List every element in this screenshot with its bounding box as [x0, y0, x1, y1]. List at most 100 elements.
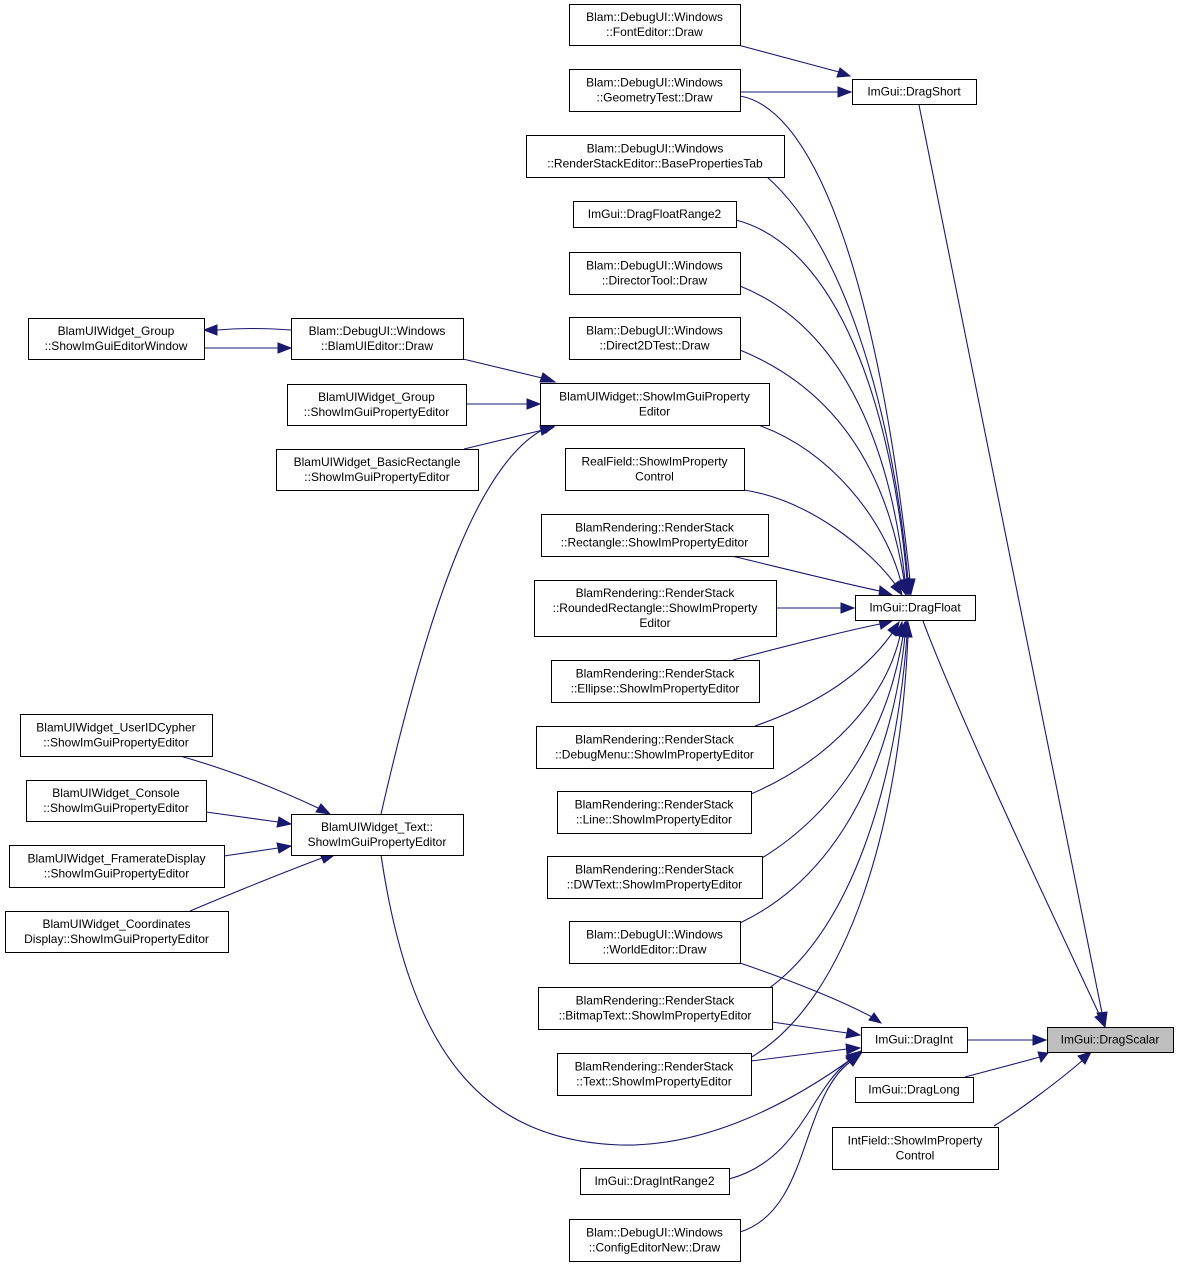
edge-basicrect-showimguipropertyeditor: [463, 425, 556, 450]
edge-line: [205, 811, 279, 823]
edge-rs_bitmaptext-dragfloat: [767, 620, 912, 990]
node-label: ::ShowImGuiPropertyEditor: [44, 867, 189, 881]
node-blamuieditor[interactable]: Blam::DebugUI::Windows::BlamUIEditor::Dr…: [291, 318, 464, 360]
node-text_prop[interactable]: BlamUIWidget_Text::ShowImGuiPropertyEdit…: [291, 814, 464, 856]
node-group_prop[interactable]: BlamUIWidget_Group::ShowImGuiPropertyEdi…: [287, 384, 467, 426]
node-label: ::GeometryTest::Draw: [596, 91, 712, 105]
edge-line: [739, 962, 873, 1018]
node-coordinates[interactable]: BlamUIWidget_CoordinatesDisplay::ShowImG…: [5, 911, 229, 953]
node-label: ::Direct2DTest::Draw: [599, 339, 709, 353]
node-dragscalar[interactable]: ImGui::DragScalar: [1047, 1027, 1174, 1053]
node-label: Blam::DebugUI::Windows: [309, 324, 446, 338]
edge-line: [380, 854, 851, 1146]
node-dragintrange2[interactable]: ImGui::DragIntRange2: [580, 1168, 730, 1195]
arrowhead-icon: [837, 86, 853, 98]
node-label: ::ShowImGuiPropertyEditor: [304, 405, 449, 419]
edge-line: [771, 1021, 848, 1034]
node-rs_debugmenu[interactable]: BlamRendering::RenderStack::DebugMenu::S…: [536, 726, 774, 769]
node-label: BlamUIWidget_Group: [58, 324, 175, 338]
node-label: ::ShowImGuiPropertyEditor: [304, 470, 449, 484]
node-rs_bitmaptext[interactable]: BlamRendering::RenderStack::BitmapText::…: [538, 987, 773, 1030]
edge-line: [739, 635, 906, 924]
node-label: ImGui::DragLong: [868, 1083, 959, 1097]
node-framerate[interactable]: BlamUIWidget_FramerateDisplay::ShowImGui…: [9, 845, 225, 888]
node-label: BlamUIWidget::ShowImGuiProperty: [559, 390, 750, 404]
node-label: Control: [635, 470, 674, 484]
edge-line: [463, 429, 544, 450]
edge-line: [739, 349, 905, 581]
node-label: BlamRendering::RenderStack: [575, 733, 735, 747]
edge-rs_roundedrect-dragfloat: [776, 602, 856, 614]
edge-dragfloat-dragscalar: [922, 620, 1105, 1028]
arrowhead-icon: [840, 602, 856, 614]
node-direct2dtest[interactable]: Blam::DebugUI::Windows::Direct2DTest::Dr…: [569, 317, 741, 360]
edge-line: [380, 427, 547, 815]
edge-line: [739, 1061, 851, 1233]
node-rs_text[interactable]: BlamRendering::RenderStack::Text::ShowIm…: [557, 1053, 752, 1096]
node-box: [569, 921, 741, 964]
node-rs_ellipse[interactable]: BlamRendering::RenderStack::Ellipse::Sho…: [551, 660, 760, 703]
node-rs_dwtext[interactable]: BlamRendering::RenderStack::DWText::Show…: [547, 856, 763, 899]
node-label: Editor: [639, 405, 670, 419]
node-label: ::WorldEditor::Draw: [603, 943, 707, 957]
node-label: BlamUIWidget_Text::: [321, 820, 433, 834]
node-fonteditor[interactable]: Blam::DebugUI::Windows::FontEditor::Draw: [569, 4, 741, 46]
edge-rs_text-dragint: [750, 1043, 862, 1062]
node-basicrect[interactable]: BlamUIWidget_BasicRectangle::ShowImGuiPr…: [276, 449, 479, 491]
node-box: [534, 580, 777, 637]
node-label: ::DirectorTool::Draw: [602, 274, 708, 288]
node-dragint[interactable]: ImGui::DragInt: [861, 1027, 968, 1053]
node-console[interactable]: BlamUIWidget_Console::ShowImGuiPropertyE…: [26, 780, 207, 822]
node-dragfloat[interactable]: ImGui::DragFloat: [855, 595, 976, 621]
node-box: [526, 135, 785, 178]
edge-line: [964, 1056, 1041, 1078]
node-box: [20, 714, 213, 757]
node-worldeditor[interactable]: Blam::DebugUI::Windows::WorldEditor::Dra…: [569, 921, 741, 964]
arrowhead-icon: [539, 372, 557, 383]
arrowhead-icon: [276, 842, 293, 854]
node-box: [9, 845, 225, 888]
node-label: Control: [896, 1149, 935, 1163]
arrowhead-icon: [902, 620, 913, 638]
node-label: BlamRendering::RenderStack: [576, 994, 736, 1008]
node-label: BlamUIWidget_Console: [52, 786, 180, 800]
node-directortool[interactable]: Blam::DebugUI::Windows::DirectorTool::Dr…: [569, 252, 741, 295]
edge-text_prop-dragint: [380, 854, 863, 1146]
node-showimguipropertyeditor[interactable]: BlamUIWidget::ShowImGuiPropertyEditor: [540, 383, 770, 426]
node-box: [291, 318, 464, 360]
edge-group_window-blamuieditor: [204, 342, 293, 354]
node-box: [547, 856, 763, 899]
node-label: ImGui::DragShort: [867, 85, 961, 99]
node-group_window[interactable]: BlamUIWidget_Group::ShowImGuiEditorWindo…: [28, 318, 205, 360]
node-label: ImGui::DragFloatRange2: [588, 207, 722, 221]
arrowhead-icon: [1096, 1011, 1108, 1029]
node-geometrytest[interactable]: Blam::DebugUI::Windows::GeometryTest::Dr…: [569, 69, 741, 112]
node-label: ::ShowImGuiPropertyEditor: [43, 801, 188, 815]
node-box: [276, 449, 479, 491]
edge-line: [739, 285, 906, 581]
node-renderstackeditor[interactable]: Blam::DebugUI::Windows::RenderStackEdito…: [526, 135, 785, 178]
node-rs_roundedrect[interactable]: BlamRendering::RenderStack::RoundedRecta…: [534, 580, 777, 637]
node-label: Display::ShowImGuiPropertyEditor: [24, 932, 209, 946]
node-dragfloatrange2[interactable]: ImGui::DragFloatRange2: [573, 201, 737, 228]
node-label: ::RoundedRectangle::ShowImProperty: [553, 601, 758, 615]
node-dragshort[interactable]: ImGui::DragShort: [852, 79, 977, 105]
node-label: BlamUIWidget_BasicRectangle: [294, 455, 461, 469]
arrowhead-icon: [836, 67, 852, 78]
edge-realfield-dragfloat: [743, 489, 903, 597]
edge-line: [750, 1048, 848, 1062]
node-configeditornew[interactable]: Blam::DebugUI::Windows::ConfigEditorNew:…: [569, 1219, 741, 1262]
node-draglong[interactable]: ImGui::DragLong: [855, 1077, 974, 1103]
edge-line: [766, 176, 909, 581]
node-box: [557, 1053, 752, 1096]
node-useridcypher[interactable]: BlamUIWidget_UserIDCypher::ShowImGuiProp…: [20, 714, 213, 757]
node-label: Blam::DebugUI::Windows: [586, 928, 723, 942]
node-label: ::ShowImGuiEditorWindow: [45, 339, 188, 353]
edge-line: [732, 623, 881, 661]
edge-line: [731, 555, 881, 592]
node-rs_rectangle[interactable]: BlamRendering::RenderStack::Rectangle::S…: [541, 514, 769, 557]
node-rs_line[interactable]: BlamRendering::RenderStack::Line::ShowIm…: [557, 791, 752, 834]
node-label: ::BlamUIEditor::Draw: [321, 339, 433, 353]
